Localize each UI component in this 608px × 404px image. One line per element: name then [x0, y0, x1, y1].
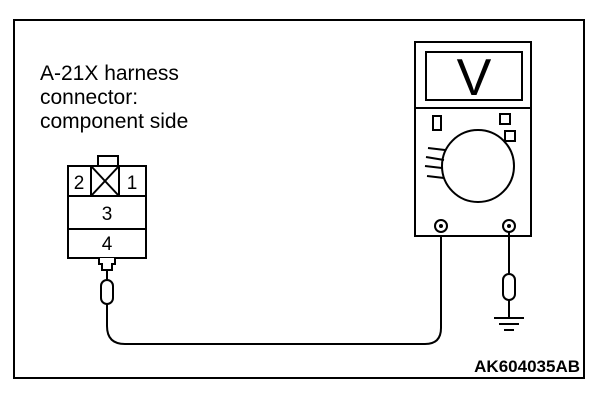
probe-ground — [502, 273, 516, 301]
pin-label-1: 1 — [127, 173, 138, 194]
diagram-frame — [13, 19, 585, 379]
connector-caption-line-2: connector: — [40, 86, 138, 109]
multimeter-display — [425, 51, 523, 101]
probe-tip-connector — [100, 270, 114, 305]
pin-label-3: 3 — [102, 204, 113, 225]
dial-scale-marks — [424, 147, 446, 179]
multimeter: V — [414, 41, 532, 237]
terminal-common-center — [439, 224, 443, 228]
rotary-selector-dial — [441, 129, 515, 203]
terminal-input-center — [507, 224, 511, 228]
multimeter-button-top — [499, 113, 511, 125]
figure-id: AK604035AB — [474, 357, 580, 376]
pin-4-terminal — [98, 258, 116, 271]
multimeter-indicator — [432, 115, 442, 131]
ground-icon — [494, 317, 524, 331]
pin-label-4: 4 — [102, 234, 113, 255]
blank-cavity-x-mark — [90, 165, 120, 197]
multimeter-button-bottom — [504, 130, 516, 142]
connector-caption-line-1: A-21X harness — [40, 62, 179, 85]
connector-lock-tab — [97, 155, 119, 167]
harness-connector: 2 1 3 4 — [67, 155, 147, 271]
connector-caption-line-3: component side — [40, 110, 188, 133]
multimeter-mode-symbol: V — [457, 49, 492, 107]
pin-label-2: 2 — [74, 173, 85, 194]
test-lead-wire — [106, 228, 442, 345]
